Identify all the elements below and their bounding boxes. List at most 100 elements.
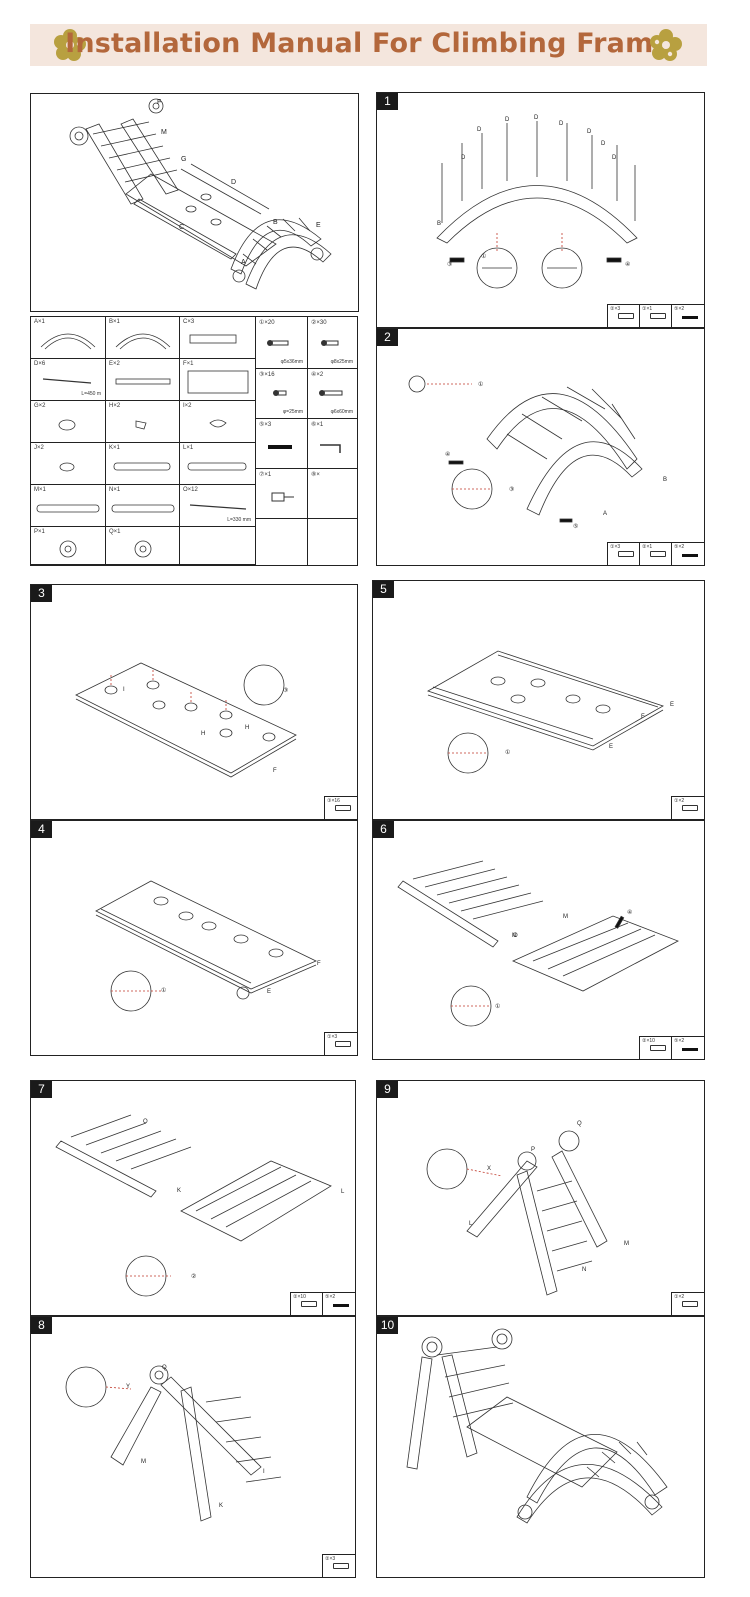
- overview-label: M: [161, 129, 167, 136]
- part-cell: C×3: [180, 317, 256, 359]
- page-title: Installation Manual For Climbing Frame: [65, 28, 672, 59]
- step-8-panel: 8 Q Y M I K ②×3: [30, 1316, 356, 1578]
- step-number: 1: [377, 93, 398, 110]
- legend-item: ①×2: [672, 797, 704, 819]
- step-hardware-legend: ②×10 ⑤×2: [290, 1292, 355, 1315]
- part-cell: K×1: [106, 443, 180, 485]
- step-4-drawing: [95, 880, 317, 1012]
- step-number: 3: [31, 585, 52, 602]
- legend-item: ②×10: [291, 1293, 323, 1315]
- callout-label: P: [531, 1147, 536, 1153]
- overview-label: G: [181, 156, 187, 163]
- step-3-panel: 3 I H H F ③ ③×16: [30, 584, 358, 820]
- callout-label: E: [609, 744, 614, 750]
- callout-label: ①: [505, 750, 511, 756]
- step-number: 7: [31, 1081, 52, 1098]
- step-8-drawing: [65, 1365, 282, 1522]
- callout-label: ①: [161, 988, 167, 994]
- legend-item: ①×1: [640, 305, 672, 327]
- callout-label: D: [461, 155, 466, 161]
- title-banner: Installation Manual For Climbing Frame: [30, 24, 707, 66]
- callout-label: D: [601, 141, 606, 147]
- legend-item: ⑤×2: [672, 305, 704, 327]
- callout-label: ①: [481, 254, 487, 260]
- part-cell: M×1: [31, 485, 106, 527]
- step-9-drawing: [426, 1130, 608, 1296]
- legend-item: ③×16: [325, 797, 357, 819]
- callout-label: F: [641, 714, 645, 720]
- callout-label: B: [437, 221, 442, 227]
- flower-ornament-icon: [650, 29, 682, 61]
- legend-item: ⑤×2: [672, 1037, 704, 1059]
- legend-item: ①×3: [325, 1033, 357, 1055]
- callout-label: ③: [447, 262, 453, 268]
- step-6-panel: 6 O N M ① ④ ②×10 ⑤×2: [372, 820, 705, 1060]
- hardware-cell-empty: [256, 519, 308, 565]
- callout-label: O: [143, 1119, 148, 1125]
- hardware-cell-empty: [308, 519, 357, 565]
- legend-item: ②×1: [640, 543, 672, 565]
- legend-item: ⑤×2: [323, 1293, 355, 1315]
- callout-label: ⑤: [573, 524, 579, 530]
- callout-label: D: [587, 129, 592, 135]
- callout-label: D: [505, 117, 510, 123]
- part-cell: F×1: [180, 359, 256, 401]
- step-hardware-legend: ②×10 ⑤×2: [639, 1036, 704, 1059]
- callout-label: M: [563, 914, 568, 920]
- part-cell: L×1: [180, 443, 256, 485]
- step-6-drawing: [397, 860, 679, 1027]
- exploded-overview-drawing: [69, 98, 332, 290]
- step-hardware-legend: ①×3: [324, 1032, 357, 1055]
- callout-label: F: [317, 961, 321, 967]
- callout-label: ③: [509, 487, 515, 493]
- callout-label: D: [612, 155, 617, 161]
- callout-label: I: [263, 1469, 265, 1475]
- step-hardware-legend: ①×3 ②×1 ⑤×2: [607, 542, 704, 565]
- callout-label: M: [141, 1459, 146, 1465]
- step-number: 5: [373, 581, 394, 598]
- step-3-drawing: [75, 662, 297, 778]
- part-cell: N×1: [106, 485, 180, 527]
- callout-label: I: [123, 687, 125, 693]
- callout-label: L: [341, 1189, 345, 1195]
- hardware-cell: ⑦×1: [256, 469, 308, 519]
- step-number: 10: [377, 1317, 398, 1334]
- hardware-cell: ⑥×1: [308, 419, 357, 469]
- part-cell: H×2: [106, 401, 180, 443]
- part-cell: Q×1: [106, 527, 180, 565]
- part-cell-empty: [180, 527, 256, 565]
- callout-label: ④: [445, 452, 451, 458]
- callout-label: ④: [627, 910, 633, 916]
- callout-label: H: [201, 731, 206, 737]
- overview-label: D: [231, 179, 237, 186]
- callout-label: Q: [577, 1121, 582, 1127]
- overview-panel: F M G B A C D E: [30, 93, 359, 312]
- callout-label: O: [513, 933, 518, 939]
- callout-label: ①: [478, 382, 484, 388]
- hardware-cell: ⑧×: [308, 469, 357, 519]
- flower-ornament-icon: [54, 29, 86, 61]
- step-number: 9: [377, 1081, 398, 1098]
- step-hardware-legend: ③×16: [324, 796, 357, 819]
- part-cell: J×2: [31, 443, 106, 485]
- step-7-drawing: [55, 1114, 332, 1297]
- callout-label: ②: [191, 1274, 197, 1280]
- callout-label: D: [559, 121, 564, 127]
- step-2-panel: 2 ① ③ ④ B A ⑤ ①×3 ②×1 ⑤×2: [376, 328, 705, 566]
- callout-label: L: [469, 1221, 473, 1227]
- callout-label: X: [487, 1166, 492, 1172]
- part-cell: E×2: [106, 359, 180, 401]
- step-number: 2: [377, 329, 398, 346]
- callout-label: D: [477, 127, 482, 133]
- step-1-drawing: [436, 121, 638, 289]
- callout-label: E: [267, 989, 272, 995]
- step-number: 4: [31, 821, 52, 838]
- part-cell: G×2: [31, 401, 106, 443]
- legend-item: ①×3: [608, 543, 640, 565]
- legend-item: ⑤×2: [672, 543, 704, 565]
- step-1-panel: 1 B D D D D D D D D ③ ① ④ ②×3 ①×1 ⑤×2: [376, 92, 705, 328]
- step-10-drawing: [406, 1328, 668, 1524]
- legend-item: ①×2: [672, 1293, 704, 1315]
